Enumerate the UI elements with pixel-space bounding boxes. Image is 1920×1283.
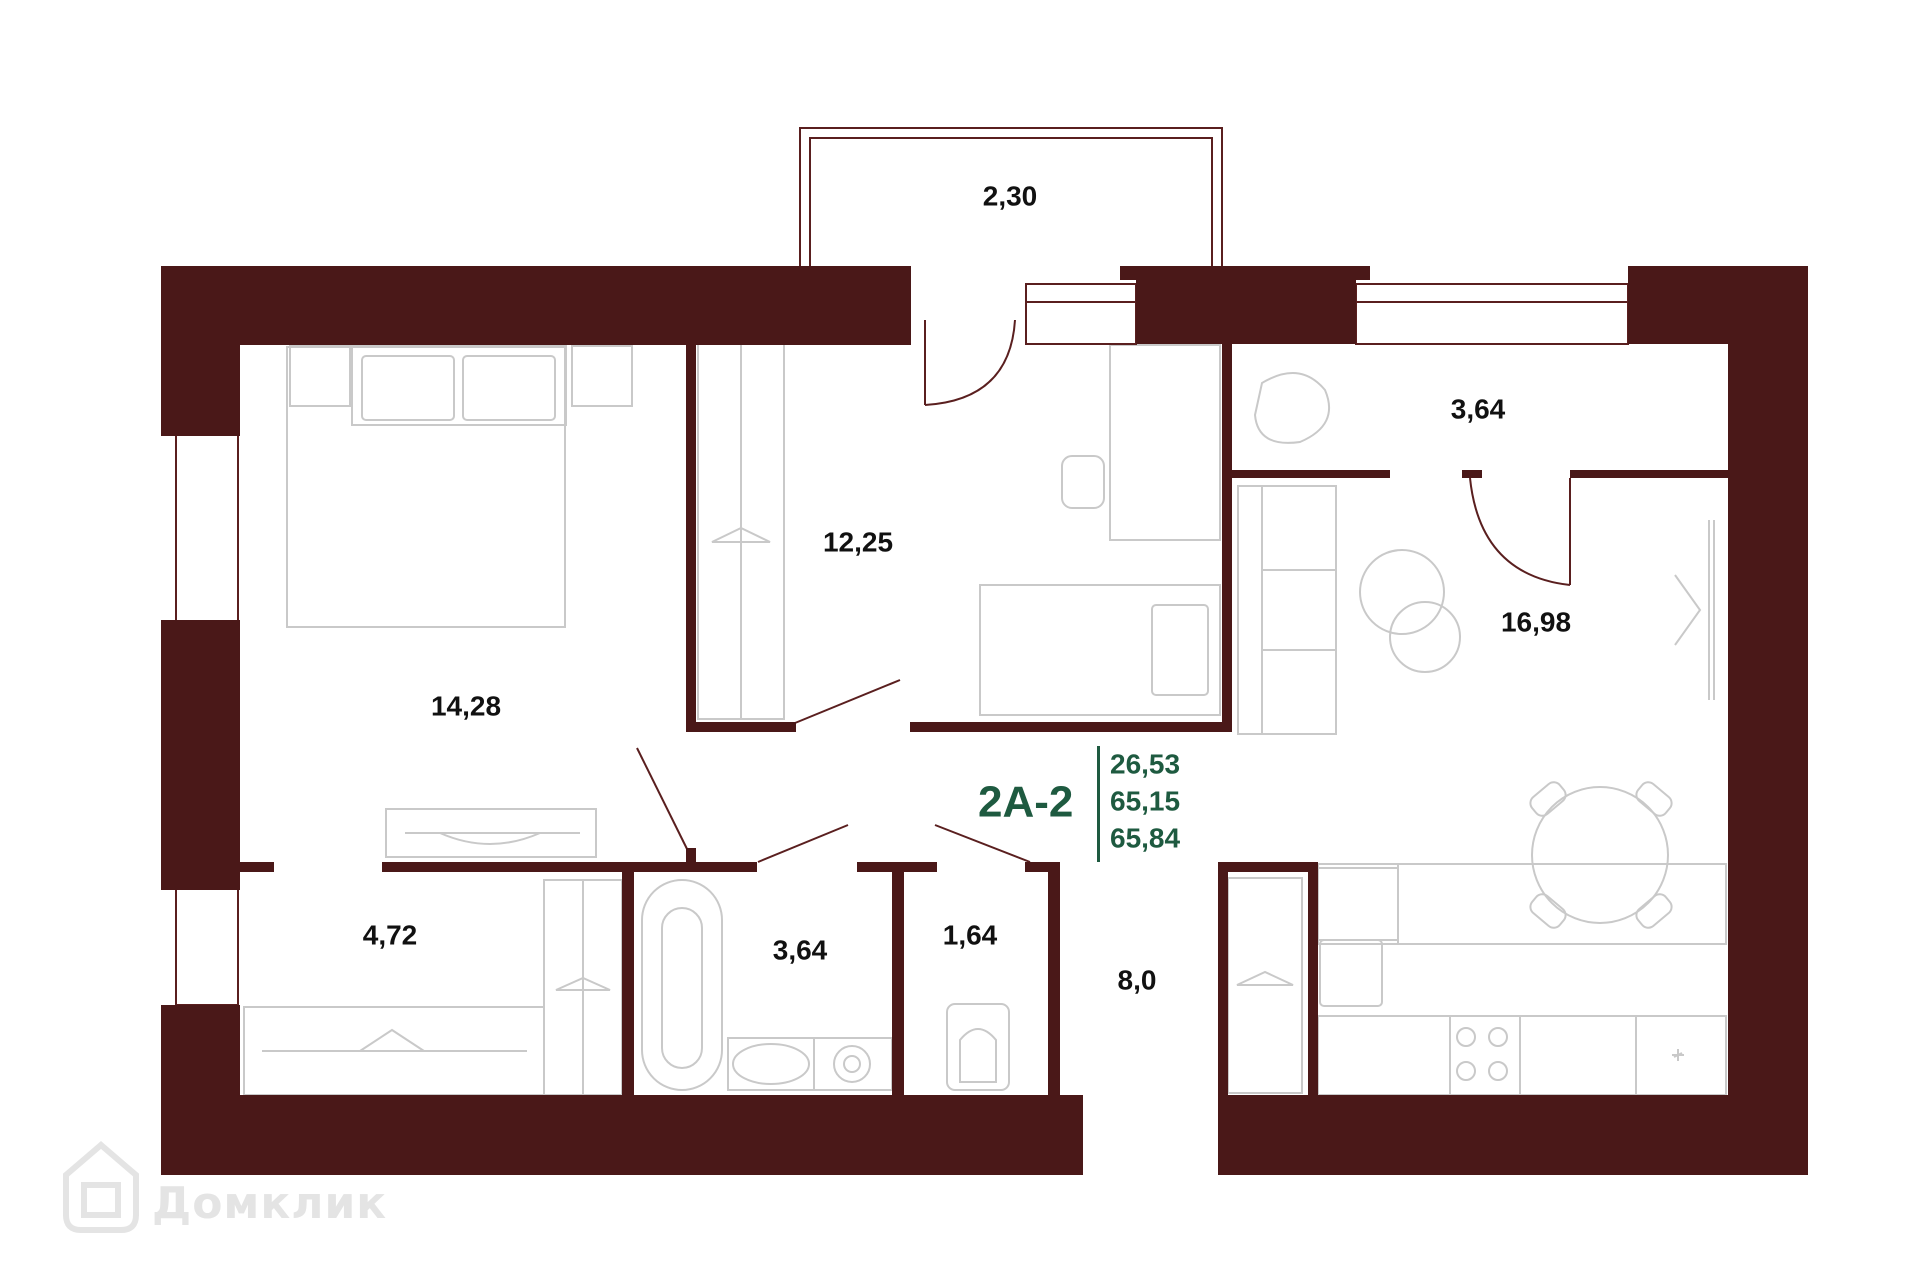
single-bed-icon <box>979 584 1221 716</box>
wall <box>1120 266 1370 280</box>
wall <box>686 722 796 732</box>
wardrobe-icon <box>697 343 785 720</box>
wall <box>1628 266 1808 344</box>
wall <box>1462 470 1482 478</box>
window <box>1025 283 1137 345</box>
room-area-living-kitchen: 16,98 <box>1501 606 1571 637</box>
bathtub-icon <box>641 879 723 1091</box>
room-area-closet: 4,72 <box>363 919 418 950</box>
wall <box>1222 344 1232 732</box>
dresser-icon <box>385 808 597 858</box>
wall <box>892 862 904 1095</box>
wall <box>1232 470 1390 478</box>
wall <box>1570 470 1730 478</box>
wall <box>161 620 240 890</box>
watermark-text: Домклик <box>152 1178 387 1229</box>
living-area: 26,53 <box>1110 748 1180 779</box>
balcony-outline <box>799 127 1223 266</box>
tv-icon <box>1674 520 1715 700</box>
apartment-info: 2A-2 26,53 65,15 65,84 <box>978 746 1180 862</box>
wall <box>686 848 696 872</box>
sink-icon <box>727 1037 815 1091</box>
wall <box>1218 862 1318 872</box>
room-area-toilet: 1,64 <box>943 919 998 950</box>
side-table-icon <box>1389 601 1461 673</box>
wall <box>240 862 274 872</box>
wall <box>161 1095 1083 1175</box>
kitchen-counter-icon <box>1317 863 1727 1096</box>
house-logo-icon <box>63 1141 139 1233</box>
toilet-icon <box>946 1003 1010 1091</box>
wall <box>1048 862 1060 1095</box>
room-area-balcony: 2,30 <box>983 180 1038 211</box>
wall <box>910 722 1232 732</box>
walls-layer <box>161 266 1808 1175</box>
desk-icon <box>1061 344 1221 541</box>
wall <box>1728 266 1808 1175</box>
window <box>175 884 239 1006</box>
window <box>175 424 239 626</box>
double-bed-icon <box>286 344 633 628</box>
sofa-icon <box>1237 485 1337 735</box>
wall <box>1308 862 1318 1095</box>
room-area-bedroom: 14,28 <box>431 690 501 721</box>
apartment-code: 2A-2 <box>978 778 1073 827</box>
coffee-table-icon <box>1359 549 1445 635</box>
hall-wardrobe-icon <box>1227 877 1303 1094</box>
closet-wardrobe-icon <box>243 879 623 1096</box>
pouf-icon <box>1253 372 1330 444</box>
wall <box>382 862 757 872</box>
wall <box>686 344 696 732</box>
wall <box>1025 862 1058 872</box>
wall <box>1218 862 1228 1095</box>
total-area-with-balcony: 65,84 <box>1110 822 1180 853</box>
window <box>1355 283 1629 345</box>
dining-table-icon <box>1529 781 1673 929</box>
wall <box>1218 1095 1808 1175</box>
watermark: Домклик <box>63 1141 387 1233</box>
room-area-child-room: 12,25 <box>823 526 893 557</box>
room-area-bathroom: 3,64 <box>773 934 828 965</box>
total-area: 65,15 <box>1110 785 1180 816</box>
wall <box>161 266 240 436</box>
wall <box>161 266 911 345</box>
room-area-storage: 3,64 <box>1451 393 1506 424</box>
divider-line <box>1097 746 1100 862</box>
wall <box>622 862 634 1095</box>
washing-machine-icon <box>813 1037 893 1091</box>
room-area-hallway: 8,0 <box>1118 964 1157 995</box>
